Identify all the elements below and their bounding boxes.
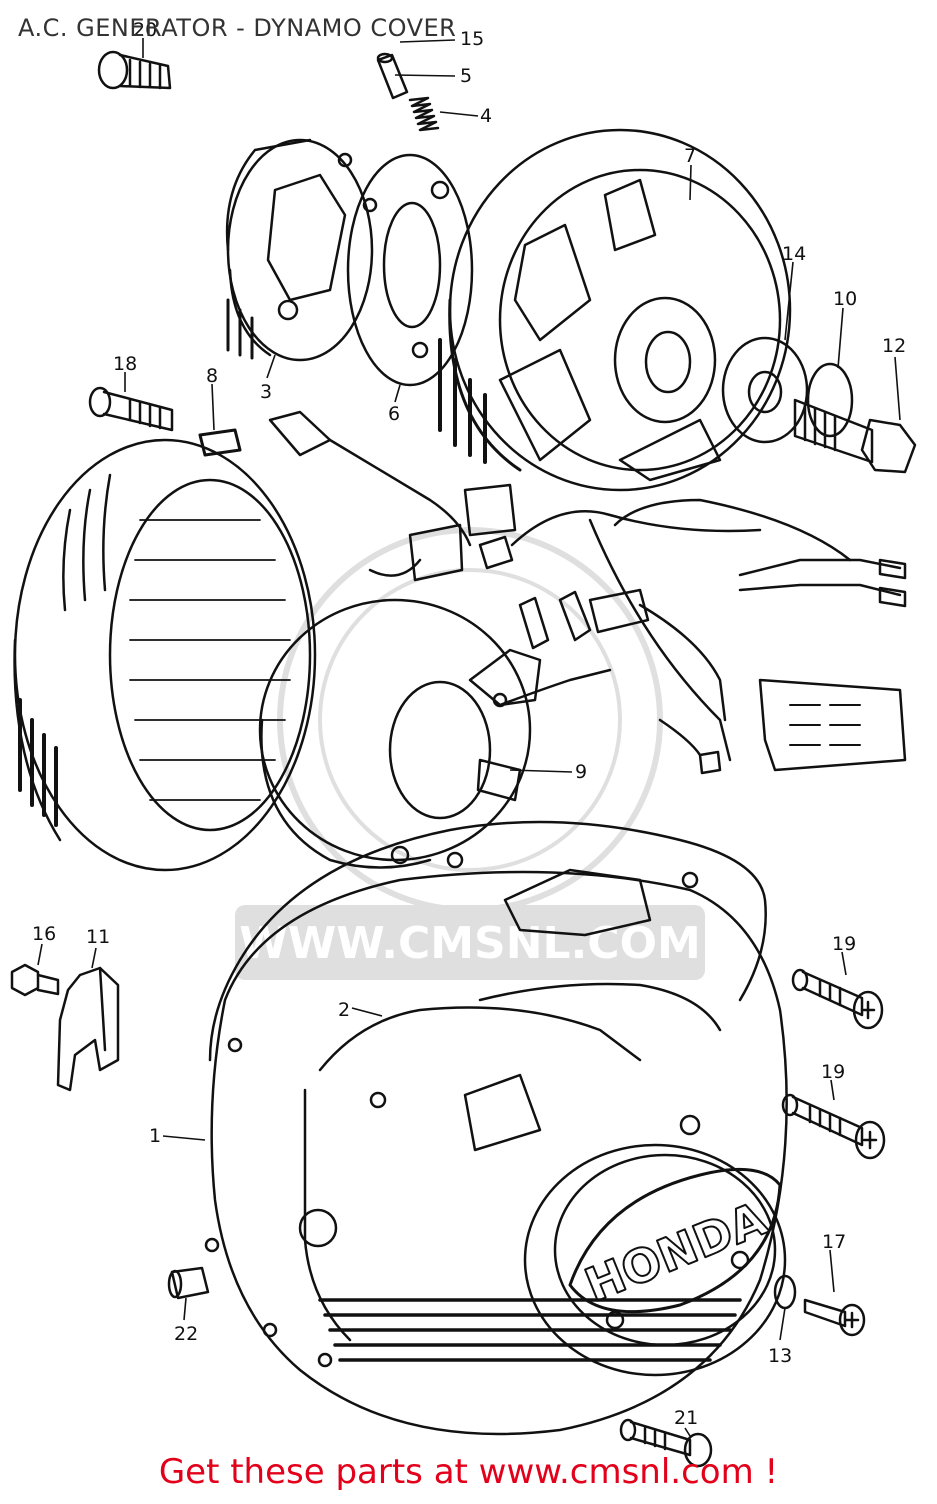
part-22-dowel[interactable] (167, 1266, 210, 1300)
callout-2: 2 (338, 999, 350, 1021)
part-7-flywheel[interactable] (438, 128, 792, 492)
callout-13: 13 (768, 1345, 792, 1367)
callout-10: 10 (833, 288, 857, 310)
wiring-harness[interactable] (268, 410, 907, 775)
callout-16: 16 (32, 923, 56, 945)
part-17-screw[interactable] (803, 1298, 866, 1337)
callout-6: 6 (388, 403, 400, 425)
callout-3: 3 (260, 381, 272, 403)
callout-9: 9 (575, 761, 587, 783)
part-10-washer[interactable] (806, 362, 854, 438)
callout-21: 20 (133, 19, 157, 41)
cover-logo-text: HONDA (578, 1191, 775, 1312)
part-4-spring[interactable] (408, 96, 440, 132)
part-5-pin[interactable] (376, 52, 409, 100)
callout-12: 12 (882, 335, 906, 357)
part-2-gasket[interactable] (208, 820, 767, 1062)
callout-15: 15 (460, 28, 484, 50)
callout-7: 7 (684, 145, 696, 167)
footer-link[interactable]: Get these parts at www.cmsnl.com ! (158, 1452, 779, 1492)
part-9-base-plate[interactable] (258, 598, 612, 869)
part-6-plate[interactable] (346, 153, 474, 387)
leader-lines (37, 38, 901, 1437)
part-13-o-ring[interactable] (773, 1274, 797, 1310)
part-3-rotor-plate[interactable] (225, 138, 374, 362)
part-14-washer[interactable] (721, 336, 809, 444)
part-12-hex-bolt[interactable] (793, 398, 917, 474)
callout-4: 4 (480, 105, 492, 127)
callout-17: 17 (822, 1231, 846, 1253)
callout-8: 8 (206, 365, 218, 387)
callout-11: 11 (86, 926, 110, 948)
callout-18: 18 (113, 353, 137, 375)
callout-5: 5 (460, 65, 472, 87)
part-18-bolt[interactable] (88, 386, 174, 432)
callout-14: 14 (782, 243, 806, 265)
part-19-bolt-upper[interactable] (791, 968, 884, 1030)
part-16-bolt[interactable] (10, 963, 60, 997)
callout-19-upper: 19 (832, 933, 856, 955)
callout-labels: 20 15 5 4 7 14 10 12 18 8 3 6 9 16 11 19… (32, 19, 906, 1429)
part-19-bolt-lower[interactable] (781, 1093, 886, 1160)
part-21-bolt[interactable] (97, 50, 172, 90)
callout-1: 1 (149, 1125, 161, 1147)
callout-22: 22 (174, 1323, 198, 1345)
callout-19-lower: 19 (821, 1061, 845, 1083)
watermark-text: WWW.CMSNL.COM (239, 918, 701, 969)
page-title: A.C. GENERATOR - DYNAMO COVER (18, 14, 457, 42)
callout-20: 21 (674, 1407, 698, 1429)
part-8-stator[interactable] (13, 428, 317, 872)
part-11-clip[interactable] (56, 966, 120, 1092)
part-20-bolt[interactable] (619, 1418, 713, 1468)
